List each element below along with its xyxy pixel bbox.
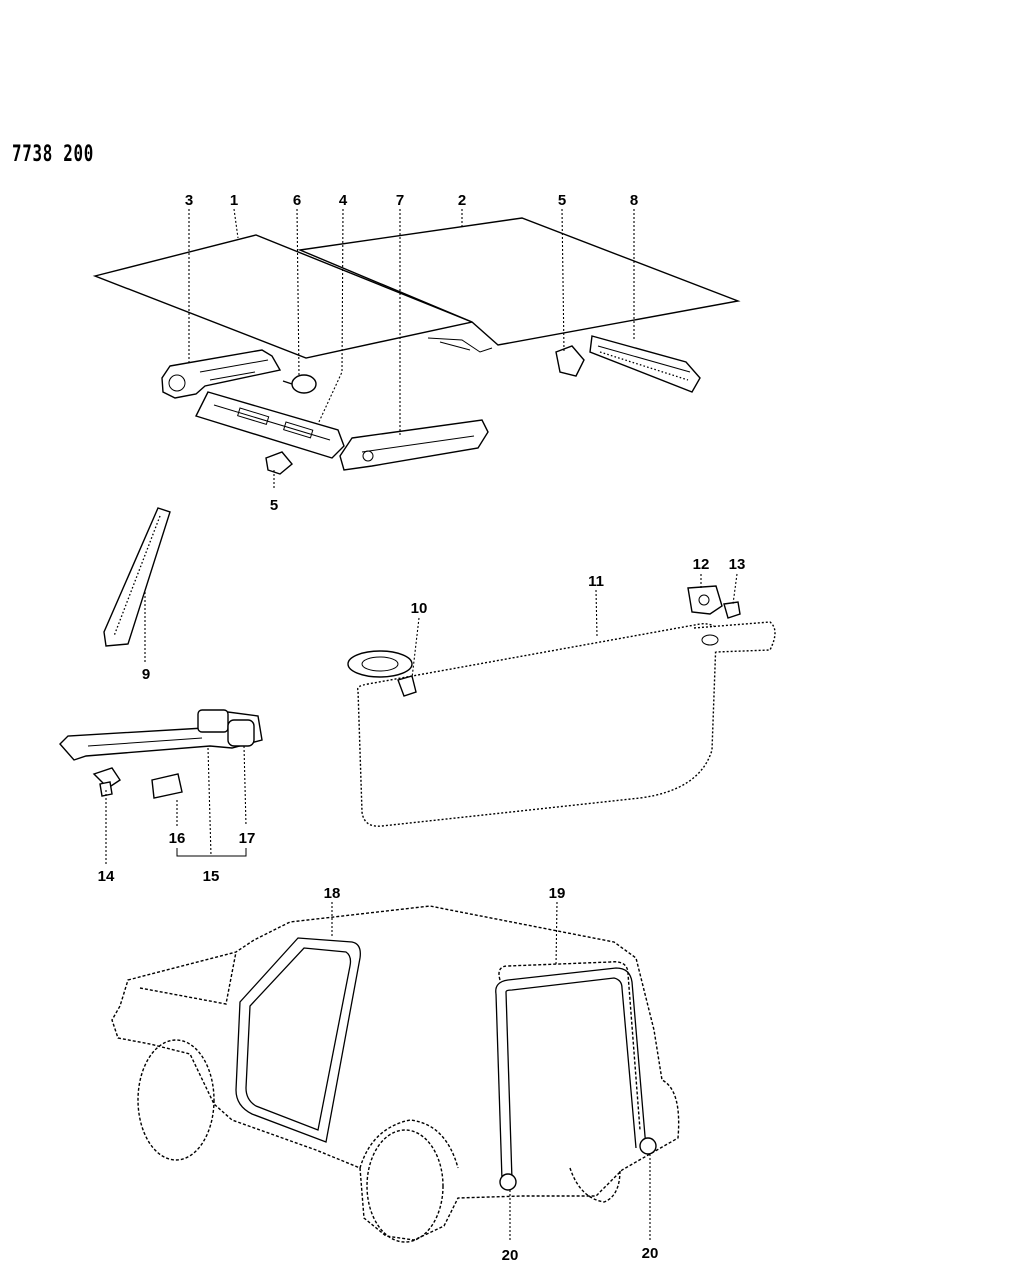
callout-12: 12: [693, 556, 710, 573]
callout-labels: 3 1 6 4 7 2 5 8 5 9 10 11 12 13 14 15 16…: [98, 192, 746, 1264]
callout-18: 18: [324, 885, 341, 902]
callout-4: 4: [339, 192, 348, 209]
trim-clip-6: [282, 374, 317, 394]
grip-cover-16: [151, 773, 183, 799]
front-door-weatherstrip-18: [235, 937, 361, 1143]
trim-clip-5-upper: [555, 345, 585, 377]
callout-5-lower: 5: [270, 497, 278, 514]
assist-grip-15: [59, 709, 263, 761]
callout-6: 6: [293, 192, 301, 209]
callout-20-left: 20: [502, 1247, 519, 1264]
grip-screw-14: [92, 767, 121, 797]
sun-visor-11: [357, 621, 776, 827]
roof-side-trim-8: [589, 335, 701, 393]
callout-14: 14: [98, 868, 115, 885]
pillar-trim-9: [103, 507, 171, 647]
callout-20-right: 20: [642, 1245, 659, 1262]
callout-3: 3: [185, 192, 193, 209]
callout-17: 17: [239, 830, 256, 847]
callout-19: 19: [549, 885, 566, 902]
callout-2: 2: [458, 192, 466, 209]
callout-13: 13: [729, 556, 746, 573]
sun-visor-holder-10: [347, 650, 417, 697]
rear-door-weatherstrip-19: [495, 967, 647, 1181]
callout-9: 9: [142, 666, 150, 683]
trim-clip-5-lower: [265, 451, 293, 475]
callout-8: 8: [630, 192, 638, 209]
callout-5-upper: 5: [558, 192, 566, 209]
roof-rail-trim-center: [195, 391, 345, 459]
callout-11: 11: [588, 573, 604, 590]
sun-visor-bracket-12: [687, 585, 723, 615]
roof-rail-trim-front: [161, 349, 282, 399]
roof-rail-trim-rear: [339, 419, 489, 471]
document-code: 7738 200: [12, 142, 95, 167]
leader-lines: [105, 208, 738, 1242]
callout-1: 1: [230, 192, 238, 209]
callout-16: 16: [169, 830, 186, 847]
weatherstrip-end-cap-20-right: [639, 1137, 657, 1155]
vehicle-body: [111, 905, 680, 1243]
callout-7: 7: [396, 192, 404, 209]
callout-15: 15: [203, 868, 220, 885]
callout-10: 10: [411, 600, 428, 617]
headlining-panel-rear: [297, 217, 741, 353]
weatherstrip-end-cap-20-left: [499, 1173, 517, 1191]
